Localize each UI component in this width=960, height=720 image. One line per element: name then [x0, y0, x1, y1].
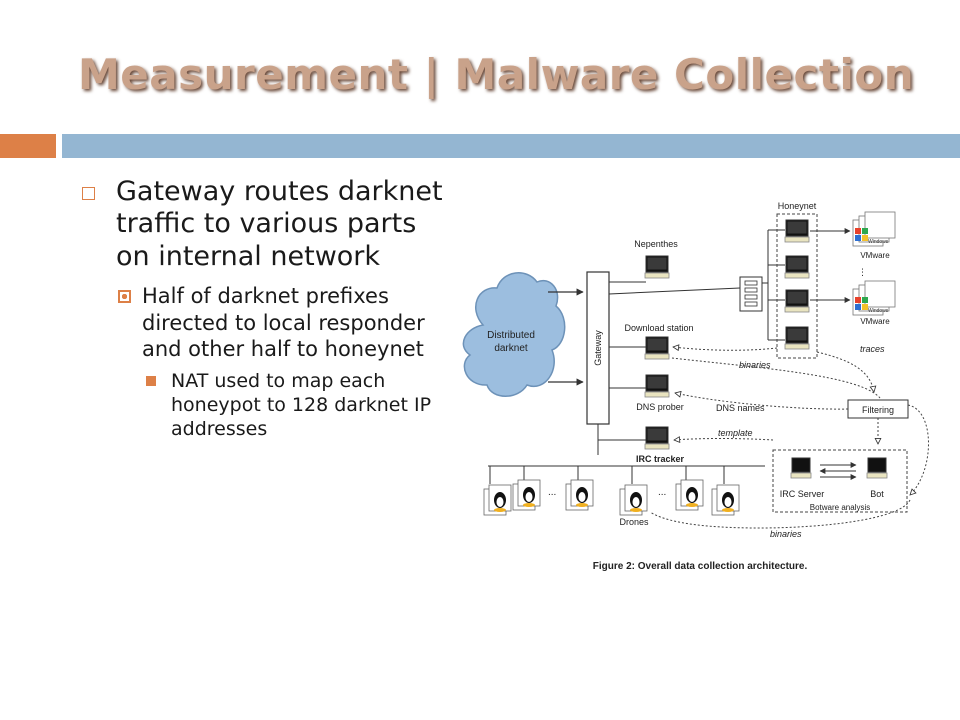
- figure-caption: Figure 2: Overall data collection archit…: [593, 561, 808, 572]
- vmware-label-2: VMware: [860, 317, 890, 326]
- honeynet-computer-3-icon: [784, 289, 810, 313]
- irc-server-label: IRC Server: [780, 489, 825, 499]
- dns-names-label: DNS names: [716, 403, 765, 413]
- bullet-text-half-darknet: Half of darknet prefixes directed to loc…: [142, 284, 425, 362]
- download-station-label: Download station: [624, 323, 693, 333]
- botware-analysis-group: [772, 449, 908, 513]
- bullet-level-3: NAT used to map each honeypot to 128 dar…: [146, 369, 458, 441]
- traces-label: traces: [860, 344, 885, 354]
- bullet-list: Gateway routes darknet traffic to variou…: [78, 176, 458, 442]
- windows-logo-label-1: Windows: [868, 239, 889, 245]
- cloud-label-distributed: Distributed: [487, 330, 535, 341]
- honeynet-label: Honeynet: [778, 201, 817, 211]
- vmware-ellipsis: ⋮: [858, 267, 867, 277]
- binaries-label-bottom: binaries: [770, 529, 802, 539]
- template-label: template: [718, 428, 753, 438]
- honeynet-computer-1-icon: [784, 219, 810, 243]
- honeynet-to-filtering-flow: [816, 351, 874, 392]
- bullet-text-nat: NAT used to map each honeypot to 128 dar…: [171, 370, 432, 441]
- accent-bar-blue: [62, 134, 960, 158]
- slide-title: Measurement | Malware Collection: [78, 50, 915, 99]
- irc-tracker-label: IRC tracker: [636, 454, 685, 464]
- honeynet-computer-2-icon: [784, 255, 810, 279]
- drones-label: Drones: [619, 517, 649, 527]
- architecture-diagram: Distributed darknet Gateway Nepenthes Do…: [462, 201, 929, 572]
- drones-ellipsis-1: ...: [548, 487, 556, 498]
- template-flow-arrow: [674, 439, 774, 441]
- bullet-level-1: Gateway routes darknet traffic to variou…: [78, 176, 458, 273]
- drone-6-icon: [711, 484, 740, 516]
- bot-computer-icon: [866, 457, 888, 479]
- bullet-text-gateway: Gateway routes darknet traffic to variou…: [116, 176, 443, 272]
- drone-3-icon: [565, 479, 594, 511]
- botware-analysis-label: Botware analysis: [810, 503, 870, 512]
- dns-prober-label: DNS prober: [636, 402, 684, 412]
- filtering-label: Filtering: [862, 405, 894, 415]
- accent-bar-orange: [0, 134, 56, 158]
- vmware-label-1: VMware: [860, 251, 890, 260]
- target-bullet-icon: [118, 290, 131, 304]
- filled-square-bullet-icon: [146, 376, 156, 387]
- nepenthes-to-filtering-flow: [671, 357, 881, 399]
- dns-names-flow-arrow: [675, 393, 849, 410]
- honeynet-group: [776, 213, 818, 359]
- windows-logo-label-2: Windows: [868, 308, 889, 314]
- drone-1-icon: [483, 484, 512, 516]
- download-station-computer-icon: [644, 336, 670, 360]
- square-bullet-icon: [82, 187, 95, 200]
- drone-5-icon: [675, 479, 704, 511]
- nepenthes-label: Nepenthes: [634, 239, 678, 249]
- irc-tracker-computer-icon: [644, 426, 670, 450]
- binaries-label-top: binaries: [739, 360, 771, 370]
- drone-4-icon: [619, 484, 648, 516]
- gateway-label: Gateway: [593, 330, 603, 366]
- filtering-loop-flow: [907, 404, 929, 495]
- honeynet-computer-4-icon: [784, 326, 810, 350]
- cloud-label-darknet: darknet: [494, 343, 528, 354]
- irc-server-computer-icon: [790, 457, 812, 479]
- bullet-level-2: Half of darknet prefixes directed to loc…: [118, 283, 458, 363]
- darknet-cloud: [462, 272, 566, 397]
- dns-prober-computer-icon: [644, 374, 670, 398]
- drone-2-icon: [512, 479, 541, 511]
- nepenthes-computer-icon: [644, 255, 670, 279]
- drones-ellipsis-2: ...: [658, 487, 666, 498]
- bot-label: Bot: [870, 489, 884, 499]
- binaries-flow-arrow: [673, 347, 778, 350]
